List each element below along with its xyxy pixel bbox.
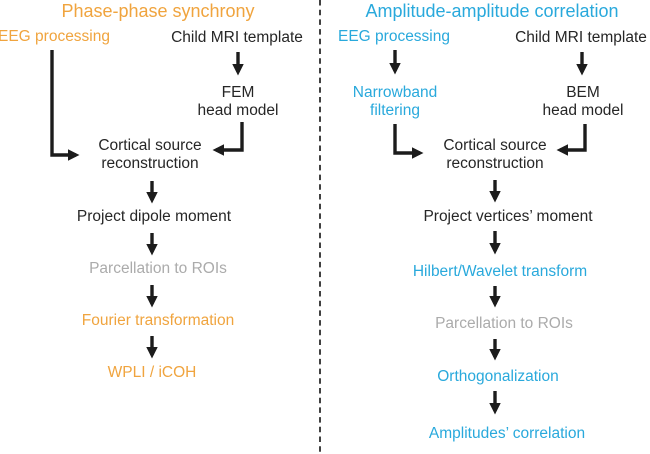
elbow-arrow-icon-eeg-to-cortical-left xyxy=(50,50,80,161)
left-step-parcellation-to-rois: Parcellation to ROIs xyxy=(89,260,227,277)
right-step-narrowband-filtering: Narrowband filtering xyxy=(353,84,437,119)
right-step-amplitudes-correlation: Amplitudes’ correlation xyxy=(428,425,586,442)
cortical-r-label-line2: reconstruction xyxy=(446,154,544,172)
cortical-label-line1: Cortical source xyxy=(98,137,202,154)
cortical-label-line2: reconstruction xyxy=(101,154,199,172)
fem-label-line2: head model xyxy=(197,101,279,119)
right-step-hilbert-wavelet-transform: Hilbert/Wavelet transform xyxy=(412,263,588,280)
left-step-fourier-transformation: Fourier transformation xyxy=(81,312,235,329)
right-step-cortical-source-reconstruction: Cortical source reconstruction xyxy=(443,137,546,172)
elbow-arrow-icon-bem-to-cortical xyxy=(556,124,587,156)
left-step-fem-head-model: FEM head model xyxy=(197,84,278,119)
right-step-eeg-processing: EEG processing xyxy=(338,28,450,45)
left-step-wpli-icoh: WPLI / iCOH xyxy=(107,364,197,381)
bem-label-line2: head model xyxy=(542,101,624,119)
left-pipeline-title: Phase-phase synchrony xyxy=(61,1,255,21)
right-step-parcellation-to-rois: Parcellation to ROIs xyxy=(435,315,573,332)
elbow-arrow-icon-fem-to-cortical xyxy=(212,122,244,156)
narrowband-label-line2: filtering xyxy=(370,101,420,119)
elbow-arrow-icon-narrowband-to-cortical xyxy=(393,124,424,159)
right-step-child-mri-template: Child MRI template xyxy=(515,29,647,46)
left-step-child-mri-template: Child MRI template xyxy=(171,29,303,46)
left-step-cortical-source-reconstruction: Cortical source reconstruction xyxy=(98,137,201,172)
bem-label-line1: BEM xyxy=(566,84,600,101)
left-step-eeg-processing: EEG processing xyxy=(0,28,110,45)
left-step-project-dipole-moment: Project dipole moment xyxy=(76,208,232,225)
right-pipeline-title: Amplitude-amplitude correlation xyxy=(365,1,619,21)
right-step-bem-head-model: BEM head model xyxy=(542,84,623,119)
right-step-orthogonalization: Orthogonalization xyxy=(437,368,559,385)
fem-label-line1: FEM xyxy=(221,84,255,101)
narrowband-label-line1: Narrowband xyxy=(352,84,438,101)
right-step-project-vertices-moment: Project vertices’ moment xyxy=(423,208,593,225)
cortical-r-label-line1: Cortical source xyxy=(443,137,547,154)
